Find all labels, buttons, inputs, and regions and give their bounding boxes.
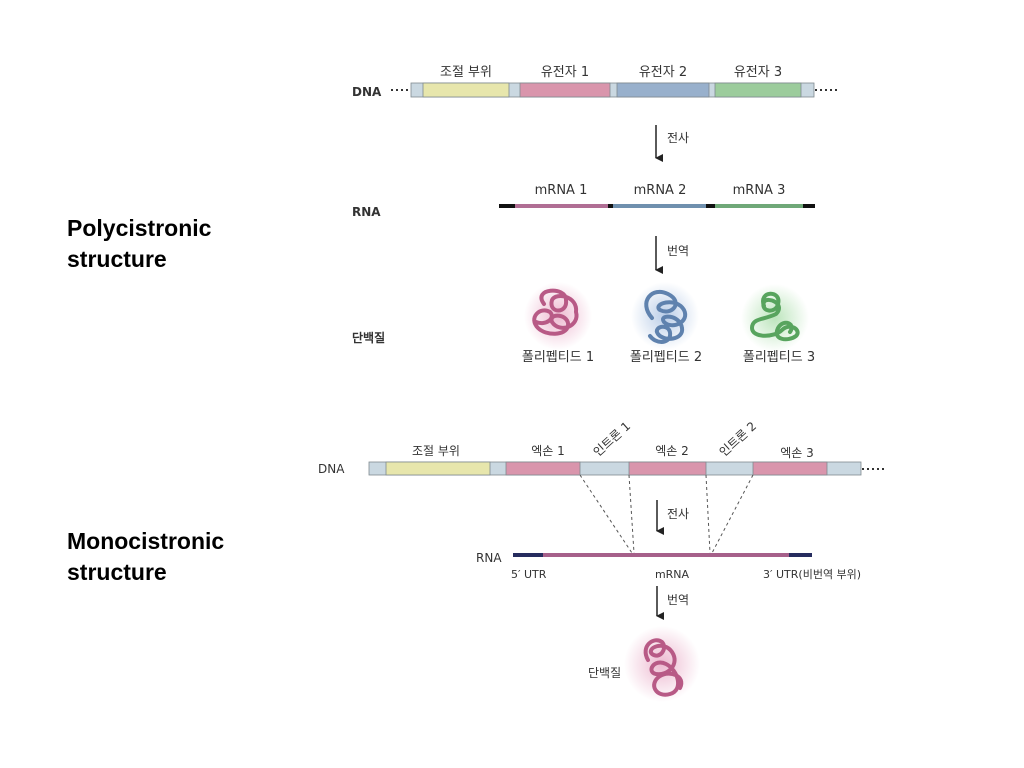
poly-label-mrna-1: mRNA 1	[535, 183, 588, 198]
mono-label-5utr: 5′ UTR	[511, 568, 547, 581]
mono-protein-icon	[624, 626, 700, 702]
mono-label-exon-2: 엑손 2	[655, 444, 689, 458]
poly-polypeptide-3-icon	[741, 284, 809, 352]
mono-regulatory-region	[385, 461, 491, 476]
poly-polypeptide-2-icon	[631, 282, 699, 350]
mono-exon-2-segment	[628, 461, 707, 476]
monocistronic-title-line2: structure	[67, 559, 167, 585]
polycistronic-title: Polycistronic structure	[67, 213, 211, 275]
poly-polypeptide-1-icon	[524, 282, 592, 350]
polycistronic-title-line2: structure	[67, 246, 167, 272]
mono-exon-3-segment	[752, 461, 828, 476]
mono-splicing-guides	[579, 474, 754, 554]
mono-transcription-label: 전사	[667, 507, 689, 521]
poly-regulatory-region	[422, 82, 510, 98]
monocistronic-title: Monocistronic structure	[67, 526, 224, 588]
mono-label-regulatory: 조절 부위	[412, 444, 460, 458]
mono-label-exon-1: 엑손 1	[531, 444, 565, 458]
poly-label-polypeptide-1: 폴리펩티드 1	[522, 350, 594, 365]
poly-gene-1-segment	[519, 82, 611, 98]
mono-label-intron-1: 인트론 1	[591, 419, 633, 459]
monocistronic-title-line1: Monocistronic	[67, 528, 225, 554]
poly-label-polypeptide-3: 폴리펩티드 3	[743, 350, 815, 365]
poly-protein-row-label: 단백질	[352, 330, 385, 345]
poly-label-gene-3: 유전자 3	[734, 65, 782, 80]
poly-label-regulatory: 조절 부위	[440, 65, 492, 80]
poly-transcription-label: 전사	[667, 131, 689, 145]
poly-gene-3-segment	[714, 82, 802, 98]
polycistronic-title-line1: Polycistronic	[67, 215, 212, 241]
poly-dna-backbone	[410, 82, 815, 98]
mono-dna-backbone	[368, 461, 862, 476]
poly-dna-row-label: DNA	[352, 85, 382, 99]
mono-label-mrna: mRNA	[655, 568, 690, 581]
poly-rna-row-label: RNA	[352, 205, 381, 219]
mono-exon-1-segment	[505, 461, 581, 476]
poly-translation-label: 번역	[667, 244, 689, 258]
poly-label-polypeptide-2: 폴리펩티드 2	[630, 350, 702, 365]
poly-gene-2-segment	[616, 82, 710, 98]
mono-label-3utr: 3′ UTR(비번역 부위)	[763, 568, 861, 581]
poly-label-gene-2: 유전자 2	[639, 65, 687, 80]
mono-label-intron-2: 인트론 2	[717, 419, 759, 459]
mono-dna-row-label: DNA	[318, 462, 345, 476]
poly-label-gene-1: 유전자 1	[541, 65, 589, 80]
poly-label-mrna-2: mRNA 2	[634, 183, 687, 198]
mono-rna-row-label: RNA	[476, 551, 502, 565]
mono-protein-label: 단백질	[588, 666, 621, 680]
poly-label-mrna-3: mRNA 3	[733, 183, 786, 198]
mono-translation-label: 번역	[667, 593, 689, 607]
mono-label-exon-3: 엑손 3	[780, 446, 814, 460]
